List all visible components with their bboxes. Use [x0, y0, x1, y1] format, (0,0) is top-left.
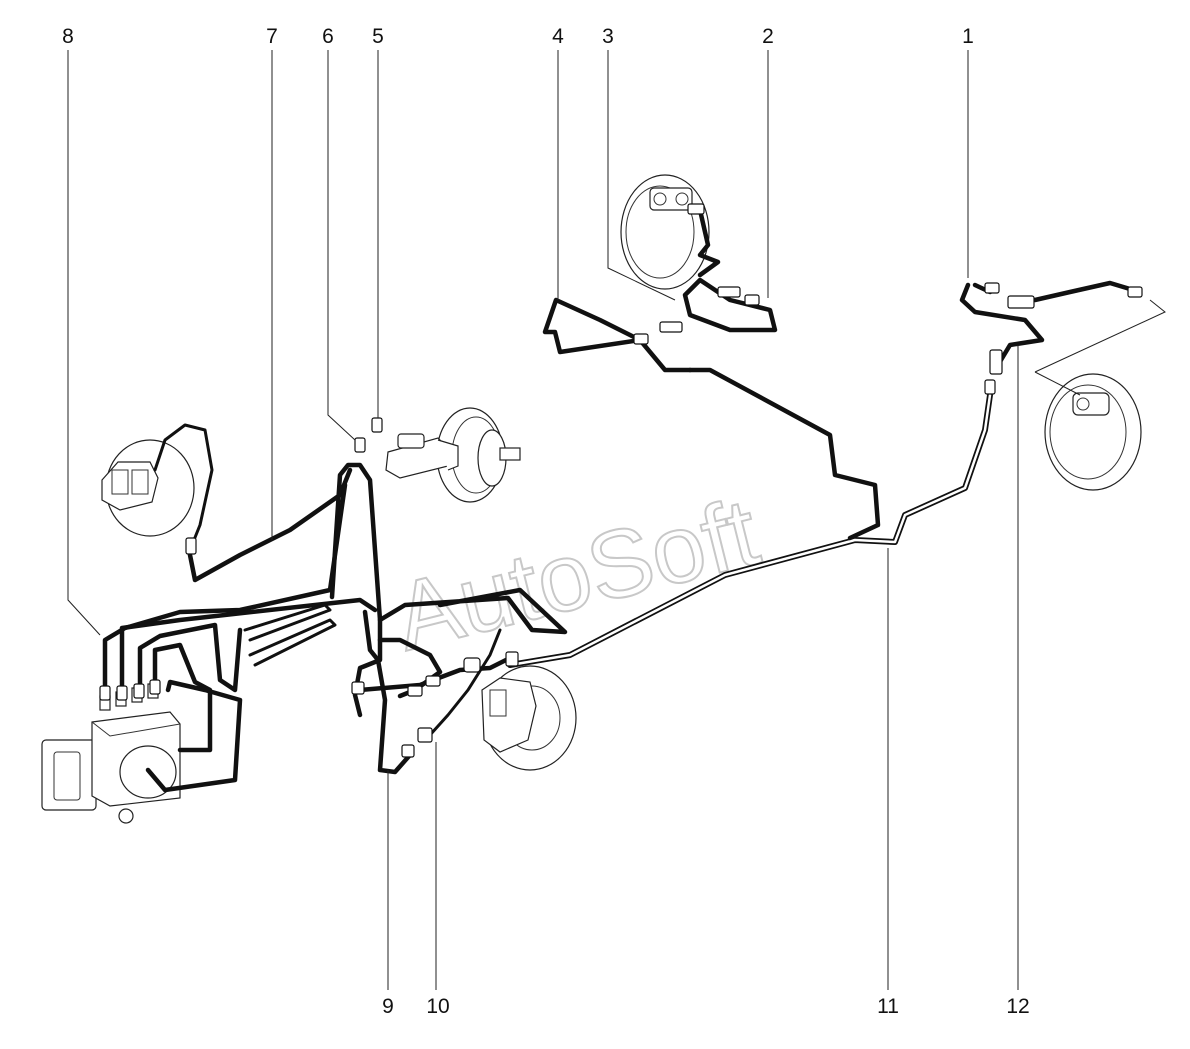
master-cylinder — [385, 433, 459, 479]
callout-7: 7 — [266, 25, 278, 48]
leader-6 — [327, 50, 356, 441]
callout-4: 4 — [552, 25, 564, 48]
callout-8: 8 — [62, 25, 74, 48]
callout-9: 9 — [382, 995, 394, 1018]
abs-unit — [41, 683, 181, 824]
callout-labels: 1 2 3 4 5 6 7 8 9 10 11 12 — [62, 25, 1030, 1018]
leader-8 — [67, 50, 101, 636]
brake-pipes — [102, 207, 1143, 793]
rear-brake-drum-right — [1044, 373, 1142, 491]
front-caliper-right — [481, 665, 577, 771]
callout-2: 2 — [762, 25, 774, 48]
callout-1: 1 — [962, 25, 974, 48]
callout-3: 3 — [602, 25, 614, 48]
watermark: AutoSoft — [385, 478, 768, 671]
callout-12: 12 — [1006, 995, 1029, 1018]
leader-lines — [67, 50, 1166, 990]
brake-booster — [436, 407, 521, 503]
callout-5: 5 — [372, 25, 384, 48]
callout-10: 10 — [426, 995, 449, 1018]
callout-11: 11 — [877, 995, 899, 1018]
callout-6: 6 — [322, 25, 334, 48]
front-caliper-left — [101, 439, 195, 537]
rear-brake-drum-upper — [620, 174, 710, 290]
pipe-fittings — [99, 203, 1143, 758]
leader-3 — [607, 50, 676, 301]
